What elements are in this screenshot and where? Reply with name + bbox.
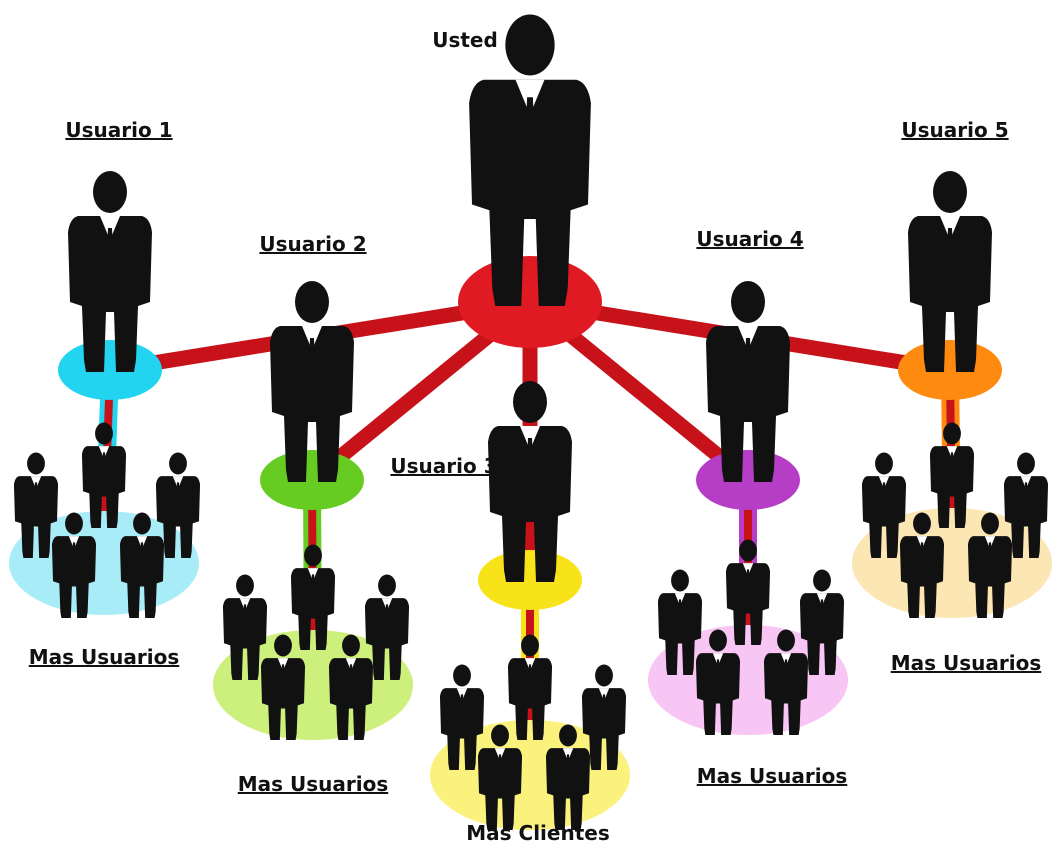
- group-1-label: Mas Usuarios: [29, 645, 180, 669]
- group-2-label: Mas Usuarios: [238, 772, 389, 796]
- user-5-disc: [898, 340, 1002, 400]
- center-label: Usted: [432, 28, 498, 52]
- user-4-disc: [696, 450, 800, 510]
- user-5-label: Usuario 5: [901, 118, 1008, 142]
- group-5-label: Mas Usuarios: [891, 651, 1042, 675]
- group-3-label: Mas Clientes: [466, 821, 610, 845]
- group-4-label: Mas Usuarios: [697, 764, 848, 788]
- center-disc: [458, 256, 602, 348]
- user-1-label: Usuario 1: [65, 118, 172, 142]
- user-2-disc: [260, 450, 364, 510]
- user-3-disc: [478, 550, 582, 610]
- user-1-disc: [58, 340, 162, 400]
- user-3-label: Usuario 3: [390, 454, 497, 478]
- user-2-label: Usuario 2: [259, 232, 366, 256]
- user-4-label: Usuario 4: [696, 227, 803, 251]
